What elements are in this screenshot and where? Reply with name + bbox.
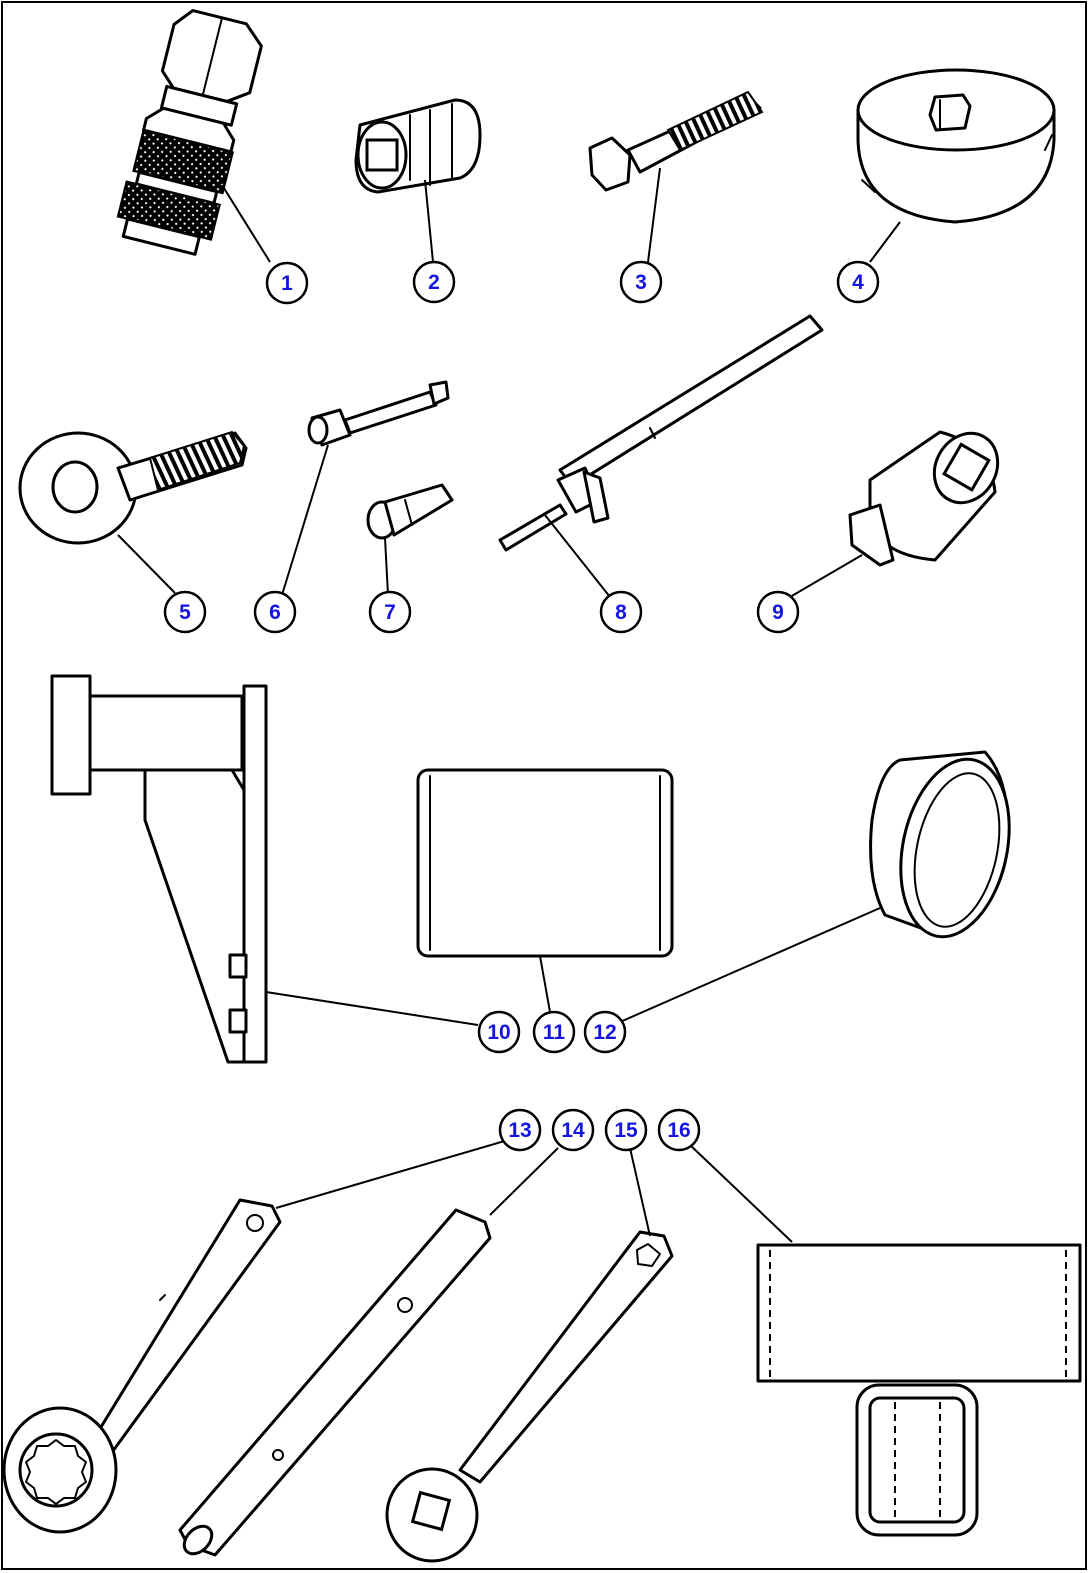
callout-circle — [477, 1010, 521, 1054]
callout-13: 13 — [498, 1108, 542, 1152]
callout-5: 5 — [163, 590, 207, 634]
callout-circle — [551, 1108, 595, 1152]
callout-circle — [619, 260, 663, 304]
callout-circle — [265, 261, 309, 305]
callout-label: 4 — [852, 271, 864, 294]
leader-15 — [629, 1147, 651, 1237]
leader-11 — [539, 955, 551, 1013]
callout-16: 16 — [657, 1108, 701, 1152]
tool-11-sleeve — [416, 768, 674, 958]
callout-1: 1 — [265, 261, 309, 305]
leader-3 — [647, 167, 661, 263]
tool-1-coupling-adapter — [116, 9, 263, 256]
leader-9 — [789, 554, 863, 598]
callout-label: 8 — [615, 601, 627, 624]
callout-15: 15 — [604, 1108, 648, 1152]
callout-circle — [253, 590, 297, 634]
leader-13 — [275, 1139, 509, 1209]
tool-7-pin — [366, 483, 454, 540]
callout-circle — [756, 590, 800, 634]
leader-1 — [221, 184, 271, 263]
callout-circle — [532, 1010, 576, 1054]
callout-circle — [604, 1108, 648, 1152]
callout-circle — [583, 1010, 627, 1054]
tool-14-bar — [178, 1208, 492, 1557]
leader-8 — [544, 514, 611, 598]
callout-6: 6 — [253, 590, 297, 634]
callout-label: 16 — [667, 1119, 690, 1142]
callout-4: 4 — [836, 260, 880, 304]
tool-8-t-handle — [498, 314, 824, 552]
leader-14 — [489, 1147, 559, 1216]
leader-2 — [424, 179, 434, 263]
tool-15-box-wrench — [385, 1230, 674, 1563]
callout-label: 13 — [508, 1119, 531, 1142]
tool-10-bracket — [50, 674, 268, 1064]
tool-6-extension — [307, 380, 450, 447]
callout-circle — [163, 590, 207, 634]
callout-label: 12 — [593, 1021, 616, 1044]
callout-label: 3 — [635, 271, 647, 294]
callout-label: 11 — [543, 1021, 566, 1044]
callout-label: 5 — [179, 601, 191, 624]
callout-circle — [412, 260, 456, 304]
leader-12 — [619, 907, 881, 1023]
callout-circle — [599, 590, 643, 634]
callout-label: 15 — [614, 1119, 638, 1142]
callout-3: 3 — [619, 260, 663, 304]
tool-13-ratchet-wrench — [2, 1198, 282, 1534]
callout-14: 14 — [551, 1108, 595, 1152]
leader-10 — [265, 991, 479, 1026]
callout-7: 7 — [368, 590, 412, 634]
leader-7 — [384, 537, 389, 596]
callout-11: 11 — [532, 1010, 576, 1054]
callout-label: 14 — [561, 1119, 585, 1142]
tool-3-hex-bolt — [588, 90, 764, 192]
callout-circle — [836, 260, 880, 304]
callout-8: 8 — [599, 590, 643, 634]
leader-16 — [689, 1144, 793, 1243]
callout-circle — [368, 590, 412, 634]
tool-2-socket — [354, 98, 482, 194]
callout-label: 6 — [269, 601, 281, 624]
callout-label: 7 — [384, 601, 396, 624]
tool-5-eye-bolt — [18, 430, 248, 545]
callout-label: 2 — [428, 271, 440, 294]
callout-circle — [498, 1108, 542, 1152]
callout-label: 1 — [281, 272, 293, 295]
tool-9-square-socket — [848, 430, 1000, 567]
callout-2: 2 — [412, 260, 456, 304]
callout-label: 10 — [487, 1021, 510, 1044]
leader-6 — [281, 444, 329, 596]
tool-12-ring — [869, 750, 1011, 939]
callout-label: 9 — [772, 601, 784, 624]
tool-4-round-plate — [856, 68, 1056, 224]
callout-9: 9 — [756, 590, 800, 634]
callout-10: 10 — [477, 1010, 521, 1054]
tool-16-adapter-block — [756, 1243, 1082, 1537]
callout-circle — [657, 1108, 701, 1152]
callout-12: 12 — [583, 1010, 627, 1054]
leader-5 — [117, 534, 176, 594]
leader-4 — [869, 221, 901, 263]
